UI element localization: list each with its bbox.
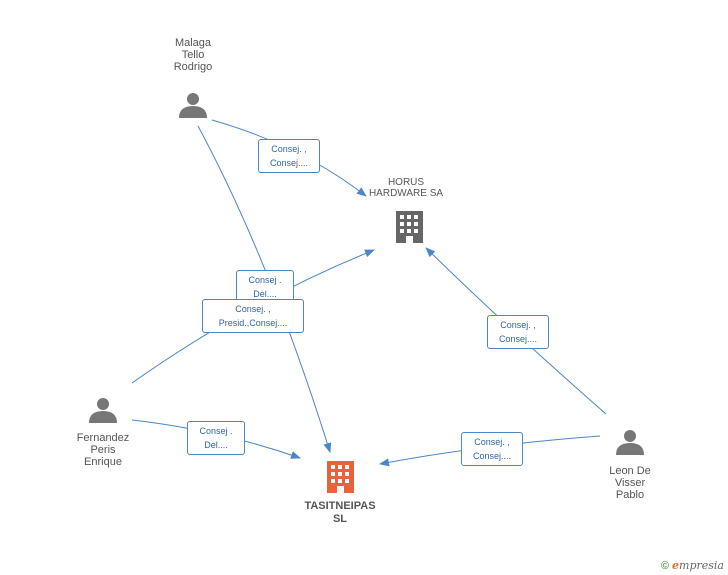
edge-label-leon-tasitneipas[interactable]: Consej. , Consej.... <box>461 432 523 466</box>
edge-label-line: Del.... <box>204 440 228 450</box>
edge-label-line: Consej. , <box>235 304 271 314</box>
edge-label-line: Consej.... <box>498 334 538 344</box>
node-label-leon[interactable]: Leon De Visser Pablo <box>609 465 651 501</box>
edge-label-line: Consej . <box>199 426 233 436</box>
edge-label-line: Consej.... <box>269 158 309 168</box>
person-icon-leon[interactable] <box>616 430 644 455</box>
edge-label-line: Presid.,Consej.... <box>218 318 288 328</box>
person-icon-fernandez[interactable] <box>89 398 117 423</box>
edge-label-malaga-tasitneipas[interactable]: Consej . Del.... <box>236 270 294 304</box>
edge-label-line: Consej. , <box>474 437 510 447</box>
brand-initial: e <box>672 559 680 572</box>
node-label-horus[interactable]: HORUS HARDWARE SA <box>368 177 444 199</box>
edge-label-line: Consej . <box>248 275 282 285</box>
edge-label-leon-horus[interactable]: Consej. , Consej.... <box>487 315 549 349</box>
node-label-malaga[interactable]: Malaga Tello Rodrigo <box>173 37 213 73</box>
copyright-symbol: © <box>660 560 669 572</box>
building-icon-tasitneipas[interactable] <box>327 461 354 493</box>
edge-label-line: Del.... <box>253 289 277 299</box>
edge-label-line: Consej. , <box>500 320 536 330</box>
node-label-tasitneipas[interactable]: TASITNEIPAS SL <box>304 500 376 525</box>
node-label-fernandez[interactable]: Fernandez Peris Enrique <box>76 432 130 468</box>
edge-label-malaga-horus[interactable]: Consej. , Consej.... <box>258 139 320 173</box>
building-icon-horus[interactable] <box>396 211 423 243</box>
empresia-logo[interactable]: © empresia <box>661 559 724 572</box>
person-icon-malaga[interactable] <box>179 93 207 118</box>
edge-label-fernandez-tasitneipas[interactable]: Consej . Del.... <box>187 421 245 455</box>
edge-label-line: Consej.... <box>472 451 512 461</box>
edge-label-line: Consej. , <box>271 144 307 154</box>
edge-label-fernandez-horus[interactable]: Consej. , Presid.,Consej.... <box>202 299 304 333</box>
brand-name: mpresia <box>679 559 724 572</box>
